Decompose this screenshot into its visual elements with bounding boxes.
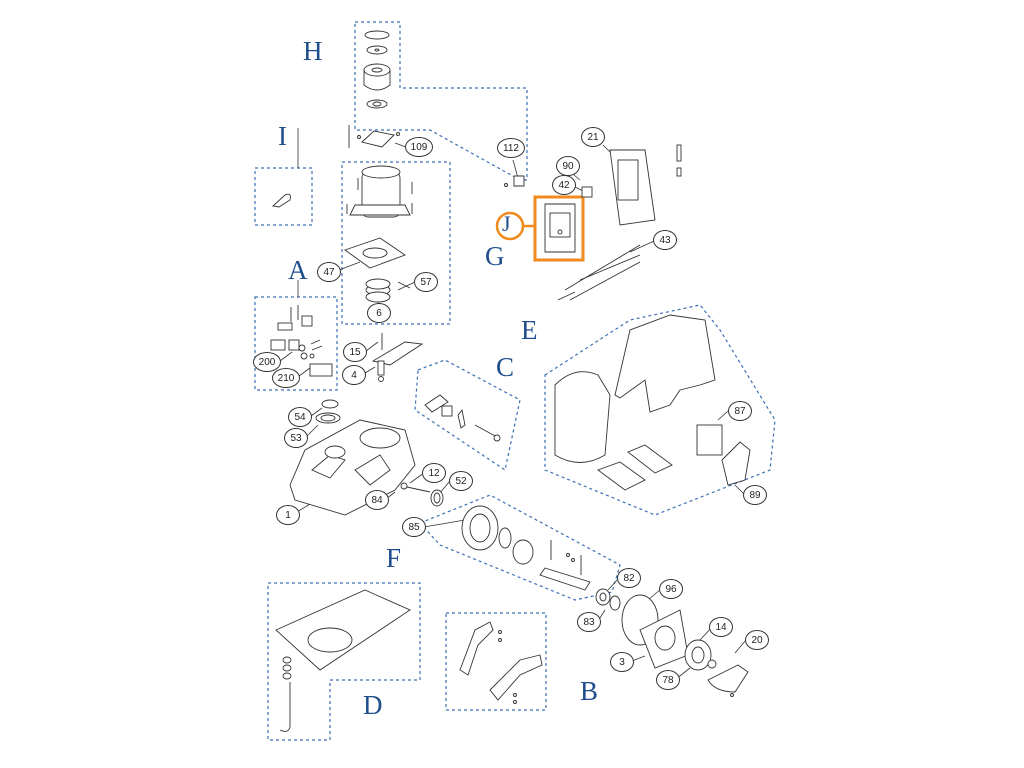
group-A-outline xyxy=(254,296,338,391)
callout-89: 89 xyxy=(743,485,767,505)
callout-14: 14 xyxy=(709,617,733,637)
group-label-E: E xyxy=(521,315,538,345)
group-B-parts xyxy=(459,621,543,704)
callout-84: 84 xyxy=(365,490,389,510)
callout-3: 3 xyxy=(610,652,634,672)
callout-20: 20 xyxy=(745,630,769,650)
group-label-H: H xyxy=(303,36,323,66)
group-C-parts xyxy=(424,394,501,442)
callout-200: 200 xyxy=(253,352,281,372)
callout-42: 42 xyxy=(552,175,576,195)
callout-21: 21 xyxy=(581,127,605,147)
group-label-G: G xyxy=(485,241,505,271)
group-F-outline xyxy=(418,494,621,601)
group-outlines xyxy=(254,21,776,741)
callout-6: 6 xyxy=(367,303,391,323)
callout-47: 47 xyxy=(317,262,341,282)
group-A-parts xyxy=(270,305,333,377)
callout-112: 112 xyxy=(497,138,525,158)
callout-109: 109 xyxy=(405,137,433,157)
group-G-parts xyxy=(344,165,413,303)
callout-57: 57 xyxy=(414,272,438,292)
callout-82: 82 xyxy=(617,568,641,588)
callout-210: 210 xyxy=(272,368,300,388)
group-I-outline xyxy=(254,167,313,226)
group-I-parts xyxy=(272,193,291,208)
group-F-parts xyxy=(461,505,591,591)
group-label-J: J xyxy=(502,211,511,236)
group-label-F: F xyxy=(386,543,402,573)
callout-96: 96 xyxy=(659,579,683,599)
group-G-outline xyxy=(341,161,451,325)
group-label-C: C xyxy=(496,352,515,382)
callout-4: 4 xyxy=(342,365,366,385)
group-D-outline xyxy=(267,582,421,741)
group-H-outline xyxy=(354,21,528,181)
group-label-D: D xyxy=(363,690,383,720)
callout-78: 78 xyxy=(656,670,680,690)
group-B-outline xyxy=(445,612,547,711)
callout-15: 15 xyxy=(343,342,367,362)
callout-52: 52 xyxy=(449,471,473,491)
group-label-A: A xyxy=(288,255,308,285)
group-H-parts xyxy=(363,30,391,109)
callout-1: 1 xyxy=(276,505,300,525)
group-C-outline xyxy=(414,359,521,471)
callout-87: 87 xyxy=(728,401,752,421)
group-J-highlight-box xyxy=(533,195,585,262)
callout-12: 12 xyxy=(422,463,446,483)
callout-90: 90 xyxy=(556,156,580,176)
group-J-parts xyxy=(544,144,682,301)
callout-43: 43 xyxy=(653,230,677,250)
callout-53: 53 xyxy=(284,428,308,448)
callout-83: 83 xyxy=(577,612,601,632)
gear-assembly-parts xyxy=(595,588,749,697)
group-D-parts xyxy=(275,589,411,732)
callout-54: 54 xyxy=(288,407,312,427)
callout-85: 85 xyxy=(402,517,426,537)
group-label-I: I xyxy=(278,121,287,151)
group-E-parts xyxy=(554,314,751,491)
group-label-B: B xyxy=(580,676,599,706)
